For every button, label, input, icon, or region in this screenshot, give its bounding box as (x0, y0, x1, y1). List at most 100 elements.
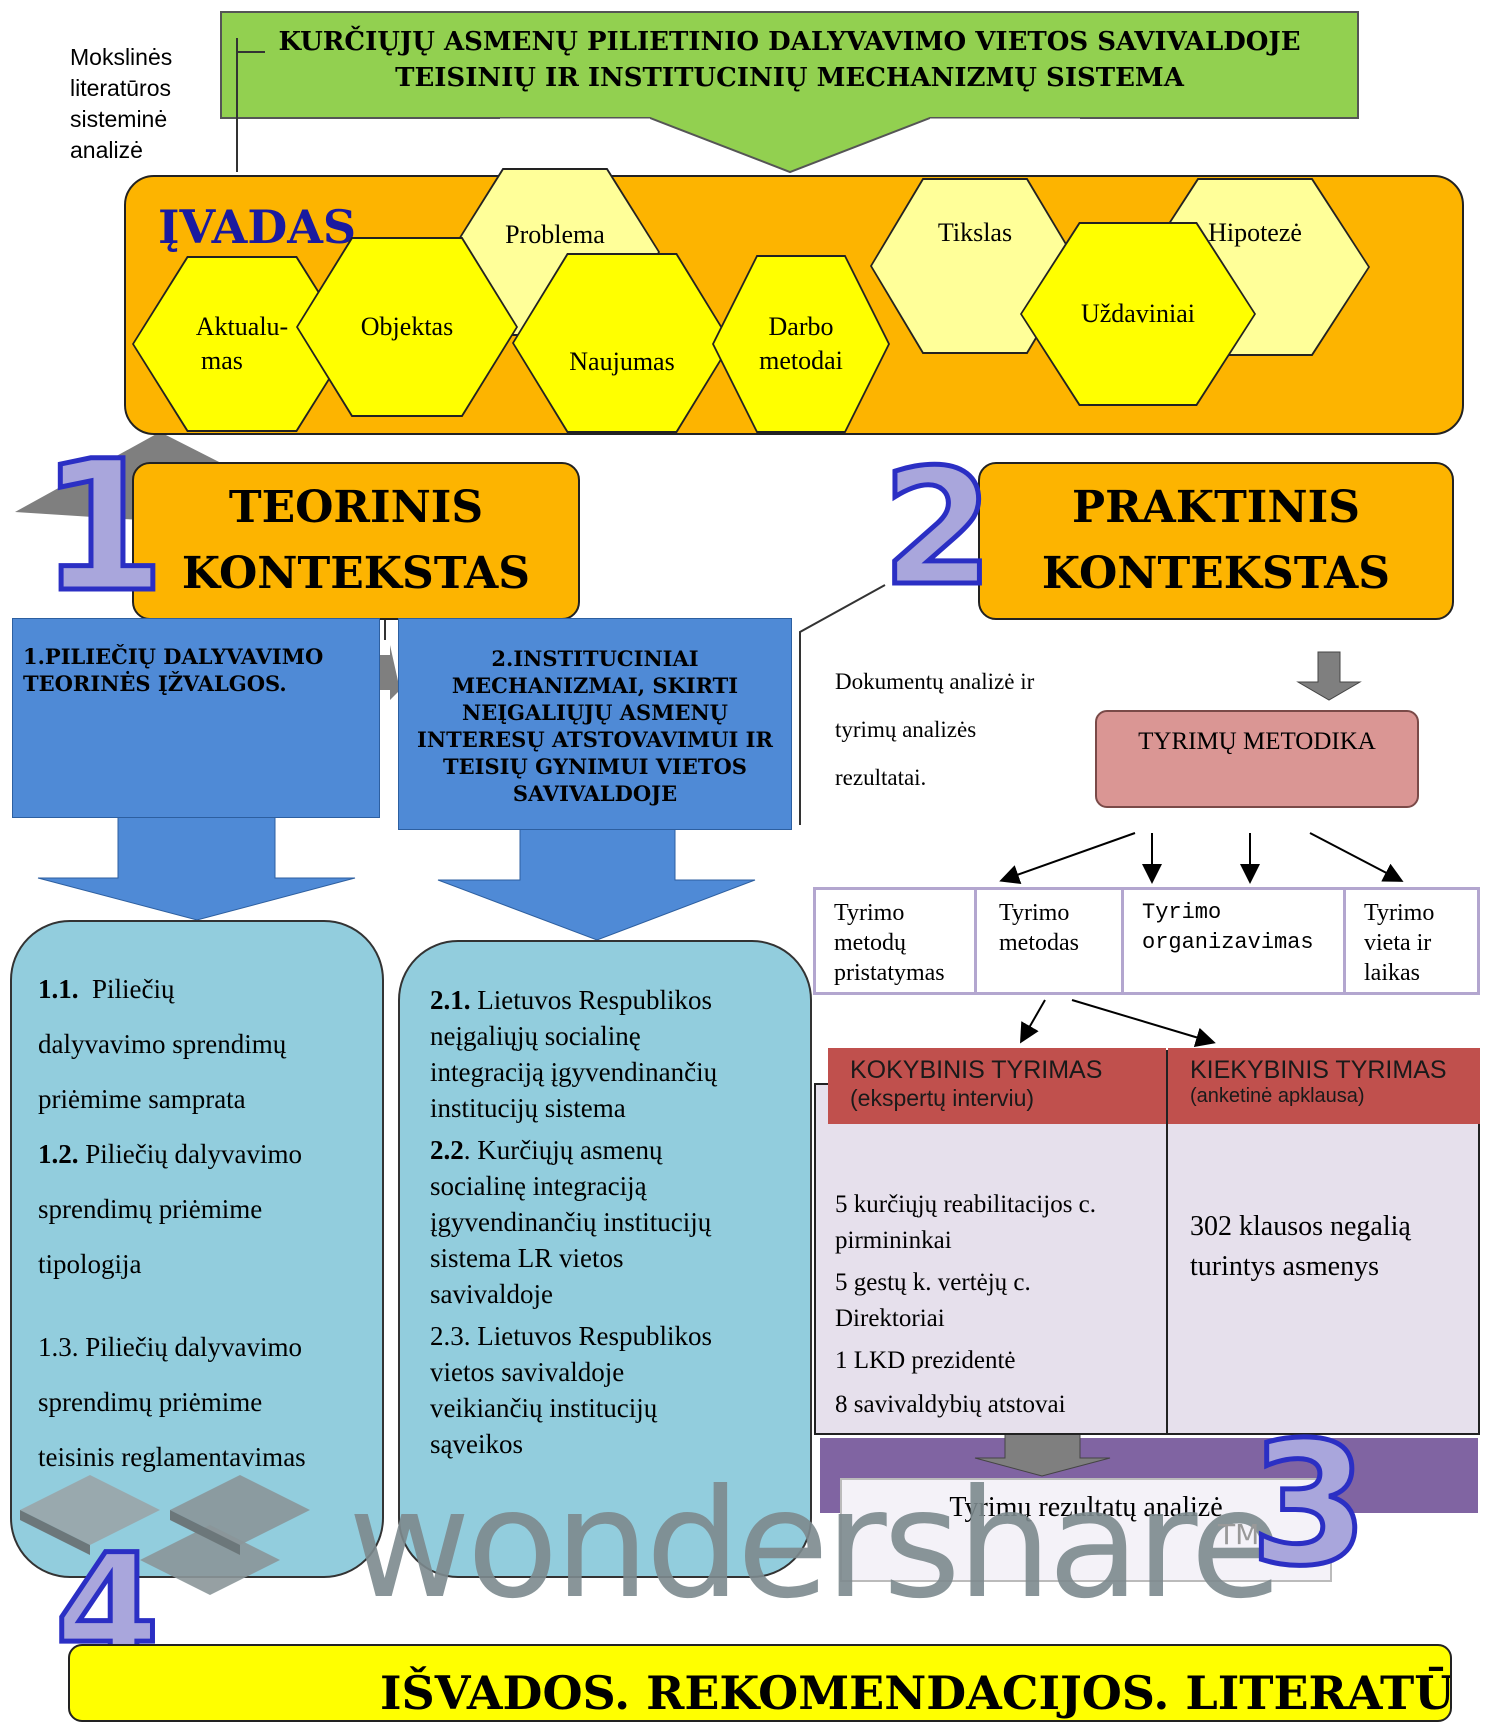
blue-arrow-2 (437, 815, 756, 941)
teal1-item2-number: 1.2. (38, 1139, 79, 1169)
teal2-item1-l3: integraciją įgyvendinančių (430, 1057, 718, 1087)
blue2-line: NEĮGALIŲJŲ ASMENŲ (462, 700, 728, 725)
ivadas-title: ĮVADAS (158, 200, 357, 254)
blue-box-1: 1.PILIEČIŲ DALYVAVIMO TEORINĖS ĮŽVALGOS. (12, 618, 380, 818)
teal2-item1-number: 2.1. (430, 985, 471, 1015)
teal2-item2-l3: įgyvendinančių institucijų (430, 1207, 712, 1237)
title-line-2: TEISINIŲ IR INSTITUCINIŲ MECHANIZMŲ SIST… (395, 63, 1184, 93)
hex-darbo-metodai: Darbo metodai (712, 255, 890, 433)
teal-box-1: 1.1. Piliečių dalyvavimo sprendimų priėm… (10, 920, 384, 1578)
cell-line: Tyrimo (834, 900, 905, 926)
hex-uzdaviniai: Uždaviniai (1020, 222, 1256, 406)
title-arrow (220, 11, 1359, 174)
bottom-banner: IŠVADOS. REKOMENDACIJOS. LITERATŪRA (68, 1644, 1452, 1722)
teorinis-kontekstas-box: TEORINIS KONTEKSTAS (132, 462, 580, 620)
teal2-item1-l1: Lietuvos Respublikos (477, 985, 712, 1015)
cell-line: laikas (1364, 960, 1420, 986)
teal1-item1-l2: dalyvavimo sprendimų (38, 1029, 287, 1059)
blue2-line: MECHANIZMAI, SKIRTI (451, 673, 739, 698)
cell-line: Tyrimo (999, 900, 1070, 926)
research-panel (814, 1083, 1480, 1435)
hex-naujumas: Naujumas (512, 253, 732, 433)
kokybinis-list: 5 kurčiųjų reabilitacijos c. pirmininkai… (835, 1187, 1096, 1423)
hex-label-darbo-2: metodai (759, 346, 843, 375)
kiekybinis-header: KIEKYBINIS TYRIMAS (anketinė apklausa) (1168, 1048, 1480, 1124)
watermark-text: wondershare (348, 1458, 1282, 1632)
side-note-line: analizė (70, 137, 143, 163)
teal1-item1-l1: Piliečių (92, 974, 175, 1004)
side-note-line: sisteminė (70, 106, 168, 132)
title-line-1: KURČIŲJŲ ASMENŲ PILIETINIO DALYVAVIMO VI… (278, 27, 1301, 57)
teal2-item3-l3: veikiančių institucijų (430, 1393, 658, 1423)
cell-line: vieta ir (1364, 930, 1432, 956)
hex-label-tikslas: Tikslas (937, 218, 1013, 247)
praktinis-kontekstas-box: PRAKTINIS KONTEKSTAS (978, 462, 1454, 620)
teal2-item2-l1: . Kurčiųjų asmenų (463, 1135, 663, 1165)
number-2: 2 (879, 434, 995, 621)
teal2-item3-l4: sąveikos (430, 1429, 523, 1459)
cell-line: pristatymas (834, 960, 945, 986)
kokybinis-sub: (ekspertų interviu) (850, 1085, 1035, 1111)
title-banner: KURČIŲJŲ ASMENŲ PILIETINIO DALYVAVIMO VI… (221, 24, 1358, 96)
hex-label-naujumas: Naujumas (569, 347, 675, 376)
teal1-item3-l1: 1.3. Piliečių dalyvavimo (38, 1332, 302, 1362)
cell-tyrimo-metodas: Tyrimo metodas (974, 887, 1124, 995)
teal1-item2-l1: Piliečių dalyvavimo (85, 1139, 302, 1169)
hex-aktualumas: Aktualu-mas (132, 256, 352, 432)
teal2-item3-l1: 2.3. Lietuvos Respublikos (430, 1321, 712, 1351)
cell-line: Tyrimo (1142, 900, 1222, 925)
teal1-item1-l3: priėmime samprata (38, 1084, 246, 1114)
blue2-line: INTERESŲ ATSTOVAVIMUI IR (417, 727, 773, 752)
kokybinis-header: KOKYBINIS TYRIMAS (ekspertų interviu) (828, 1048, 1166, 1124)
blue2-line: SAVIVALDOJE (512, 781, 678, 806)
koky-item: pirmininkai (835, 1227, 952, 1254)
grey-mid-arrow (380, 645, 400, 700)
teorinis-line-1: TEORINIS (228, 482, 484, 533)
side-note: Mokslinės literatūros sisteminė analizė (70, 42, 172, 166)
teal2-item2-l5: savivaldoje (430, 1279, 553, 1309)
hex-label-problema: Problema (505, 220, 605, 249)
hex-label-aktualumas-1: Aktualu- (195, 312, 289, 341)
teal1-item2-l2: sprendimų priėmime (38, 1194, 263, 1224)
cell-line: organizavimas (1142, 930, 1314, 955)
blue-arrow-1 (37, 809, 356, 921)
bottom-banner-text: IŠVADOS. REKOMENDACIJOS. LITERATŪRA (380, 1666, 1452, 1720)
teal1-item1-number: 1.1. (38, 974, 79, 1004)
teal1-item3-l3: teisinis reglamentavimas (38, 1442, 306, 1472)
praktinis-line-1: PRAKTINIS (1072, 482, 1360, 533)
kiekybinis-sub: (anketinė apklausa) (1190, 1085, 1365, 1107)
dokumentu-line-1: Dokumentų analizė ir (835, 669, 1035, 694)
teal2-item2-l2: socialinę integraciją (430, 1171, 647, 1201)
side-note-line: literatūros (70, 75, 171, 101)
blue1-line-1: 1.PILIEČIŲ DALYVAVIMO (23, 644, 324, 669)
blue2-line: TEISIŲ GYNIMUI VIETOS (443, 754, 747, 779)
grey-down-arrow (1296, 651, 1362, 701)
tyrimu-metodika-label: TYRIMŲ METODIKA (1138, 728, 1376, 755)
kieky-item: 302 klausos negalią (1190, 1211, 1411, 1242)
grey-result-arrow (974, 1433, 1111, 1477)
teorinis-line-2: KONTEKSTAS (181, 548, 531, 599)
kiekybinis-list: 302 klausos negalią turintys asmenys (1190, 1207, 1411, 1287)
cell-line: Tyrimo (1364, 900, 1435, 926)
koky-item: 1 LKD prezidentė (835, 1347, 1016, 1374)
cell-line: metodas (999, 930, 1079, 956)
teal2-item1-l4: institucijų sistema (430, 1093, 626, 1123)
watermark-logo (20, 1475, 310, 1595)
teal2-item1-l2: neįgaliųjų socialinę (430, 1021, 641, 1051)
hex-label-aktualumas-2: mas (201, 346, 243, 375)
kieky-item: turintys asmenys (1190, 1251, 1379, 1282)
hex-label-darbo-1: Darbo (768, 312, 834, 341)
praktinis-line-2: KONTEKSTAS (1041, 548, 1391, 599)
dokumentu-line-3: rezultatai. (835, 765, 927, 790)
hex-label-hipoteze: Hipotezė (1208, 218, 1302, 247)
kiekybinis-title: KIEKYBINIS TYRIMAS (1190, 1056, 1447, 1084)
koky-item: 5 gestų k. vertėjų c. (835, 1269, 1031, 1296)
teal1-item2-l3: tipologija (38, 1249, 142, 1279)
hex-objektas: Objektas (296, 237, 518, 417)
dokumentu-line-2: tyrimų analizės (835, 717, 977, 742)
koky-item: Direktoriai (835, 1305, 945, 1332)
tyrimu-metodika-box: TYRIMŲ METODIKA (1095, 710, 1419, 808)
teal-box-2: 2.1. Lietuvos Respublikos neįgaliųjų soc… (398, 940, 812, 1578)
blue1-line-2: TEORINĖS ĮŽVALGOS. (23, 671, 287, 696)
hex-label-uzdaviniai: Uždaviniai (1080, 299, 1196, 328)
